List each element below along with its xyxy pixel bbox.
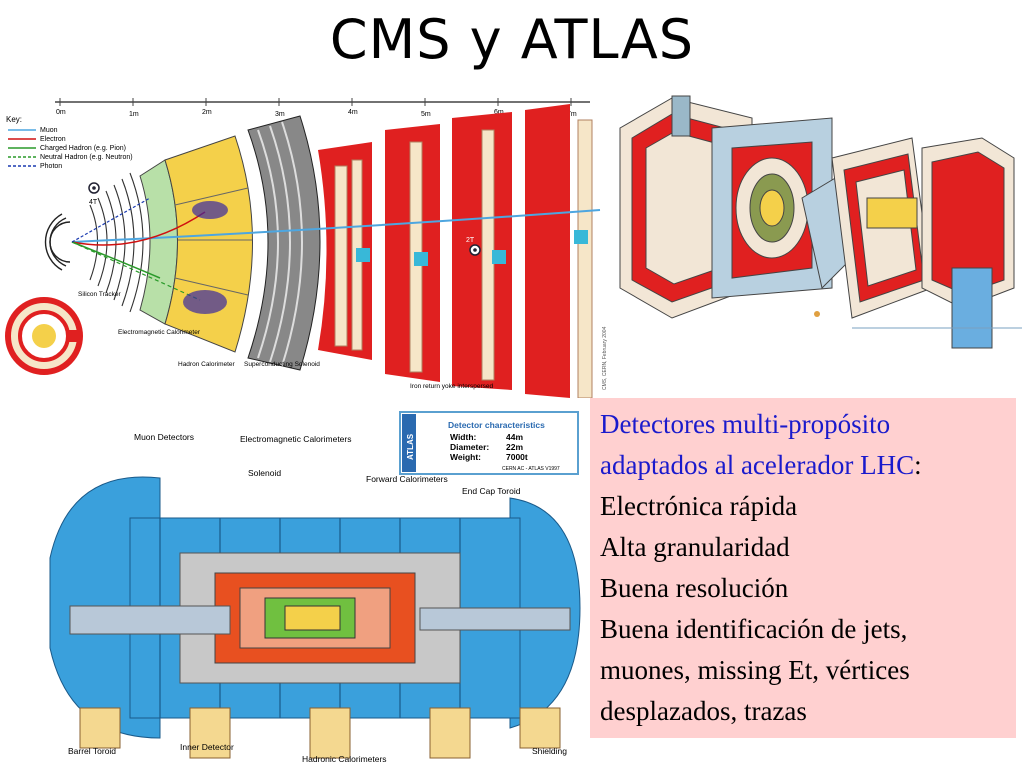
field-outer-label: 2T [466, 237, 475, 244]
solenoid-label: Superconducting Solenoid [244, 361, 320, 368]
scale-label: 1m [129, 111, 139, 118]
characteristics-textbox: Detectores multi-propósito adaptados al … [590, 398, 1016, 738]
feature-line: Buena identificación de jets, [600, 614, 908, 644]
cms-end-view-inset [5, 297, 83, 375]
atlas-barrel-label: Barrel Toroid [68, 746, 116, 756]
cms-credit: CMS, CERN, February 2004 [602, 326, 608, 390]
key-label: Muon [40, 127, 58, 134]
key-title: Key: [6, 115, 22, 124]
feature-line: Alta granularidad [600, 532, 790, 562]
atlas-logo: ATLAS [406, 433, 415, 460]
card-row-value: 22m [506, 442, 523, 452]
atlas-shielding-label: Shielding [532, 746, 567, 756]
ecal-label: Electromagnetic Calorimeter [118, 329, 201, 336]
atlas-forward-label: Forward Calorimeters [366, 474, 448, 484]
yoke-label: Iron return yoke interspersed [410, 383, 493, 390]
scale-label: 5m [421, 111, 431, 118]
feature-line: Electrónica rápida [600, 491, 798, 521]
scale-label: 4m [348, 109, 358, 116]
feature-line: desplazados, trazas [600, 696, 807, 726]
scale-label: 0m [56, 109, 66, 116]
card-row-key: Diameter: [450, 442, 489, 452]
atlas-solenoid-label: Solenoid [248, 468, 281, 478]
atlas-hadronic-label: Hadronic Calorimeters [302, 754, 387, 764]
atlas-cutaway-diagram: Muon Detectors Electromagnetic Calorimet… [40, 408, 590, 768]
tracker-label: Silicon Tracker [78, 291, 121, 298]
key-label: Photon [40, 163, 62, 170]
key-label: Charged Hadron (e.g. Pion) [40, 145, 126, 152]
textbox-line-2: adaptados al acelerador LHC: [600, 445, 1006, 486]
textbox-line-2-text: adaptados al acelerador LHC [600, 450, 915, 480]
card-row-value: 44m [506, 432, 523, 442]
scale-label: 7m [567, 111, 577, 118]
scale-label: 6m [494, 109, 504, 116]
atlas-characteristics-card: ATLAS Detector characteristics Width: 44… [399, 411, 579, 475]
card-row-key: Width: [450, 432, 477, 442]
atlas-inner-label: Inner Detector [180, 742, 234, 752]
slide-title: CMS y ATLAS [329, 8, 695, 71]
hcal-label: Hadron Calorimeter [178, 361, 236, 368]
feature-line: Buena resolución [600, 573, 789, 603]
atlas-muon-label: Muon Detectors [134, 432, 194, 442]
key-label: Electron [40, 136, 66, 143]
atlas-endcap-label: End Cap Toroid [462, 486, 521, 496]
card-row-value: 7000t [506, 452, 528, 462]
textbox-line-1: Detectores multi-propósito [600, 409, 891, 439]
scale-label: 2m [202, 109, 212, 116]
cms-3d-view [612, 88, 1024, 358]
card-heading: Detector characteristics [448, 420, 545, 430]
feature-line: muones, missing Et, vértices [600, 655, 910, 685]
atlas-em-label: Electromagnetic Calorimeters [240, 434, 351, 444]
scale-label: 3m [275, 111, 285, 118]
card-row-key: Weight: [450, 452, 481, 462]
field-inner-label: 4T [89, 199, 98, 206]
textbox-colon: : [914, 450, 922, 480]
key-label: Neutral Hadron (e.g. Neutron) [40, 154, 133, 161]
card-credit: CERN AC - ATLAS V1997 [502, 466, 560, 472]
